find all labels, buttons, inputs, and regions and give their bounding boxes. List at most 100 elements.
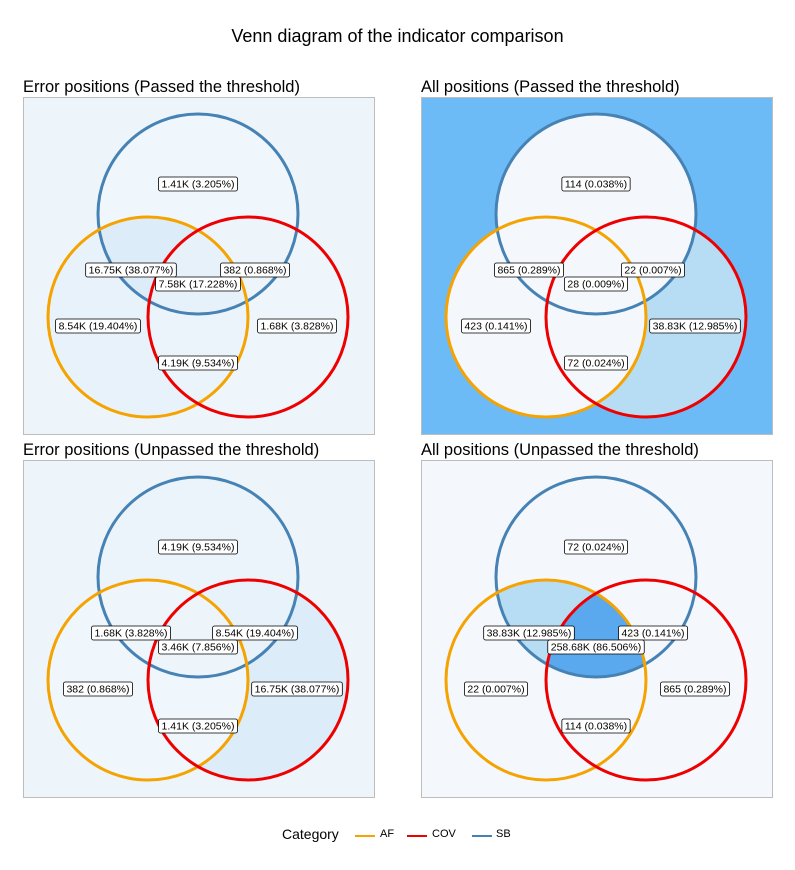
region-label-text: 423 (0.141%) <box>464 321 527 333</box>
region-label-text: 258.68K (86.506%) <box>551 642 641 654</box>
region-label-box <box>563 355 629 371</box>
region-label-box <box>158 355 238 371</box>
circle-af <box>444 578 648 782</box>
region-label-af-only: 423 (0.141%) <box>461 318 531 334</box>
region-label-box <box>158 539 238 555</box>
region-label-text: 8.54K (19.404%) <box>59 321 138 333</box>
region-label-af-sb: 16.75K (38.077%) <box>85 262 177 278</box>
panel-title-4: All positions (Unpassed the threshold) <box>421 441 699 459</box>
region-label-box <box>463 681 529 697</box>
region-label-text: 22 (0.007%) <box>624 265 681 277</box>
region-label-box <box>649 318 741 334</box>
region-label-sb-cov: 22 (0.007%) <box>620 262 686 278</box>
panel-title-3: Error positions (Unpassed the threshold) <box>23 441 320 459</box>
venn-panel-all-passed: 114 (0.038%) 865 (0.289%) 22 (0.007%)28 (0… <box>421 97 773 435</box>
region-label-text: 114 (0.038%) <box>565 179 627 191</box>
region-label-box <box>561 718 631 734</box>
region-label-box <box>158 718 238 734</box>
region-label-box <box>563 539 629 555</box>
circle-cov <box>146 578 350 782</box>
legend: Category AF COV SB <box>0 826 795 846</box>
region-label-text: 8.54K (19.404%) <box>216 628 295 640</box>
region-label-text: 38.83K (12.985%) <box>487 628 572 640</box>
region-label-text: 1.41K (3.205%) <box>162 179 235 191</box>
region-label-text: 4.19K (9.534%) <box>162 542 235 554</box>
legend-sb-label: SB <box>496 828 511 840</box>
region-label-text: 3.46K (7.856%) <box>162 642 235 654</box>
region-label-text: 38.83K (12.985%) <box>653 321 738 333</box>
region-label-sb-only: 114 (0.038%) <box>561 176 631 192</box>
region-label-af-only: 8.54K (19.404%) <box>55 318 141 334</box>
region-label-af-cov: 72 (0.024%) <box>563 355 629 371</box>
region-label-box <box>660 681 730 697</box>
panel-title-2: All positions (Passed the threshold) <box>421 78 680 96</box>
region-label-text: 865 (0.289%) <box>497 265 560 277</box>
region-label-sb-cov: 382 (0.868%) <box>220 262 290 278</box>
region-label-text: 865 (0.289%) <box>663 684 726 696</box>
region-label-box <box>85 262 177 278</box>
region-label-text: 72 (0.024%) <box>567 542 624 554</box>
legend-cov-label: COV <box>432 828 456 840</box>
region-label-text: 1.41K (3.205%) <box>162 721 235 733</box>
legend-af-label: AF <box>380 828 395 840</box>
region-label-sb-only: 1.41K (3.205%) <box>158 176 238 192</box>
region-label-text: 1.68K (3.828%) <box>261 321 334 333</box>
region-label-box <box>547 639 645 655</box>
circle-sb <box>96 112 300 316</box>
panel-title-1: Error positions (Passed the threshold) <box>23 78 300 96</box>
region-label-box <box>494 262 564 278</box>
legend-af-line <box>355 835 375 837</box>
region-label-box <box>257 318 337 334</box>
circle-cov <box>544 215 748 419</box>
region-label-cov-only: 38.83K (12.985%) <box>649 318 741 334</box>
region-label-all: 7.58K (17.228%) <box>155 276 241 292</box>
circle-sb <box>96 475 300 679</box>
region-label-af-cov: 1.41K (3.205%) <box>158 718 238 734</box>
region-label-af-only: 382 (0.868%) <box>63 681 133 697</box>
region-label-box <box>618 625 688 641</box>
circle-cov <box>146 215 350 419</box>
region-label-box <box>55 318 141 334</box>
circle-af <box>46 578 250 782</box>
main-title: Venn diagram of the indicator comparison <box>231 26 564 46</box>
circle-sb <box>494 475 698 679</box>
circle-af <box>444 215 648 419</box>
region-label-text: 382 (0.868%) <box>66 684 129 696</box>
region-label-sb-cov: 423 (0.141%) <box>618 625 688 641</box>
region-label-text: 423 (0.141%) <box>621 628 684 640</box>
circle-cov <box>544 578 748 782</box>
region-label-text: 4.19K (9.534%) <box>162 358 235 370</box>
region-label-box <box>561 176 631 192</box>
venn-panel-error-unpassed: 4.19K (9.534%) 1.68K (3.828%) 8.54K (19.40… <box>23 460 375 798</box>
region-label-af-sb: 1.68K (3.828%) <box>91 625 171 641</box>
region-label-box <box>63 681 133 697</box>
region-label-box <box>158 176 238 192</box>
venn-panel-all-unpassed: 72 (0.024%) 38.83K (12.985%) 423 (0.141%) 2… <box>421 460 773 798</box>
region-label-af-cov: 4.19K (9.534%) <box>158 355 238 371</box>
region-label-box <box>212 625 298 641</box>
region-label-sb-only: 4.19K (9.534%) <box>158 539 238 555</box>
region-label-af-sb: 865 (0.289%) <box>494 262 564 278</box>
region-label-text: 114 (0.038%) <box>565 721 627 733</box>
region-label-all: 3.46K (7.856%) <box>158 639 238 655</box>
region-label-text: 1.68K (3.828%) <box>95 628 168 640</box>
legend-sb-line <box>472 835 492 837</box>
region-label-af-only: 22 (0.007%) <box>463 681 529 697</box>
region-label-box <box>220 262 290 278</box>
region-label-text: 28 (0.009%) <box>567 279 624 291</box>
region-label-box <box>620 262 686 278</box>
region-label-text: 16.75K (38.077%) <box>255 684 340 696</box>
region-label-text: 382 (0.868%) <box>223 265 286 277</box>
region-label-sb-only: 72 (0.024%) <box>563 539 629 555</box>
region-label-all: 258.68K (86.506%) <box>547 639 645 655</box>
region-label-cov-only: 16.75K (38.077%) <box>251 681 343 697</box>
circle-af <box>46 215 250 419</box>
region-label-cov-only: 865 (0.289%) <box>660 681 730 697</box>
region-label-box <box>155 276 241 292</box>
venn-panel-error-passed: 1.41K (3.205%) 16.75K (38.077%) 382 (0.868… <box>23 97 375 435</box>
legend-title: Category <box>282 826 339 842</box>
region-label-af-cov: 114 (0.038%) <box>561 718 631 734</box>
region-label-box <box>251 681 343 697</box>
region-label-box <box>91 625 171 641</box>
region-label-box <box>563 276 629 292</box>
